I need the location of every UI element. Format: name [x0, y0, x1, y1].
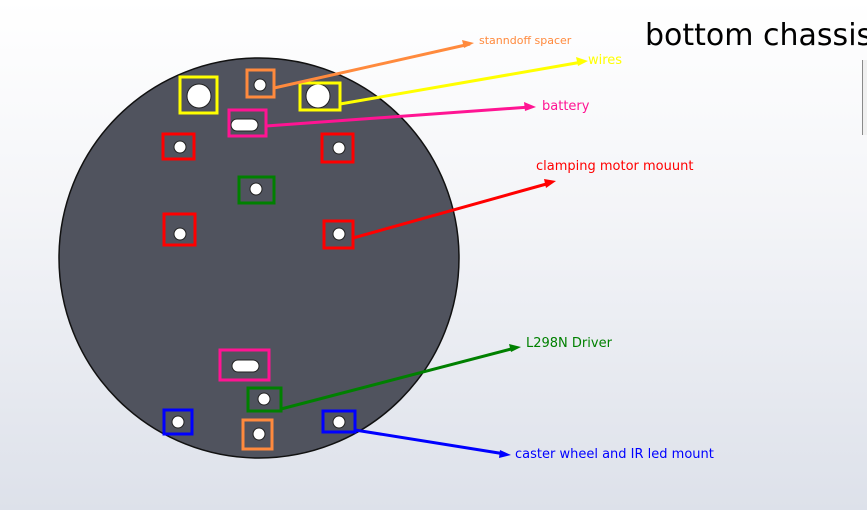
diagram-title: bottom chassis — [645, 18, 867, 53]
driver-arrow — [280, 346, 516, 411]
standoff-box-bottom — [241, 418, 274, 451]
motor-hole-4 — [332, 227, 346, 241]
large-hole-left — [186, 83, 212, 109]
standoff-hole-bottom — [252, 427, 266, 441]
caster-arrow — [354, 428, 506, 456]
driver-hole-bottom — [257, 392, 271, 406]
holes — [171, 78, 346, 441]
large-hole-right — [305, 83, 331, 109]
motor-hole-1 — [173, 140, 187, 154]
wires-box-right — [298, 81, 342, 112]
driver-markers — [237, 175, 283, 413]
label-battery: battery — [542, 99, 590, 114]
driver-hole-top — [249, 182, 263, 196]
label-wires: wires — [588, 53, 623, 68]
caster-hole-left — [171, 415, 185, 429]
arrows — [265, 40, 588, 458]
battery-box-bottom — [218, 348, 271, 382]
wires-markers — [178, 75, 342, 115]
motor-box-4 — [322, 219, 355, 250]
motor-markers — [161, 132, 355, 250]
standoff-hole-top — [253, 78, 267, 92]
battery-slot-bottom — [231, 359, 260, 373]
wires-box-left — [178, 75, 219, 115]
label-driver: L298N Driver — [526, 336, 612, 351]
battery-markers — [218, 108, 271, 382]
motor-box-1 — [161, 132, 196, 161]
motor-hole-2 — [332, 141, 346, 155]
battery-arrow — [265, 105, 531, 128]
chassis-plate — [58, 57, 460, 459]
motor-arrow — [352, 181, 551, 240]
label-clamping-motor: clamping motor mouunt — [536, 159, 694, 174]
battery-slot-top — [230, 118, 259, 132]
battery-box-top — [227, 108, 268, 138]
caster-box-right — [321, 409, 357, 434]
motor-hole-3 — [173, 227, 187, 241]
driver-box-top — [237, 175, 276, 205]
standoff-arrow — [273, 42, 471, 90]
standoff-markers — [241, 68, 276, 451]
wires-arrow — [339, 60, 583, 106]
label-caster: caster wheel and IR led mount — [515, 447, 714, 462]
standoff-box-top — [245, 68, 276, 99]
motor-box-2 — [320, 132, 355, 164]
label-standoff: stanndoff spacer — [479, 34, 572, 47]
caster-markers — [162, 408, 357, 436]
scrollbar-edge[interactable] — [862, 60, 867, 135]
driver-box-bottom — [246, 386, 283, 413]
caster-hole-right — [332, 415, 346, 429]
motor-box-3 — [162, 212, 197, 247]
caster-box-left — [162, 408, 194, 436]
